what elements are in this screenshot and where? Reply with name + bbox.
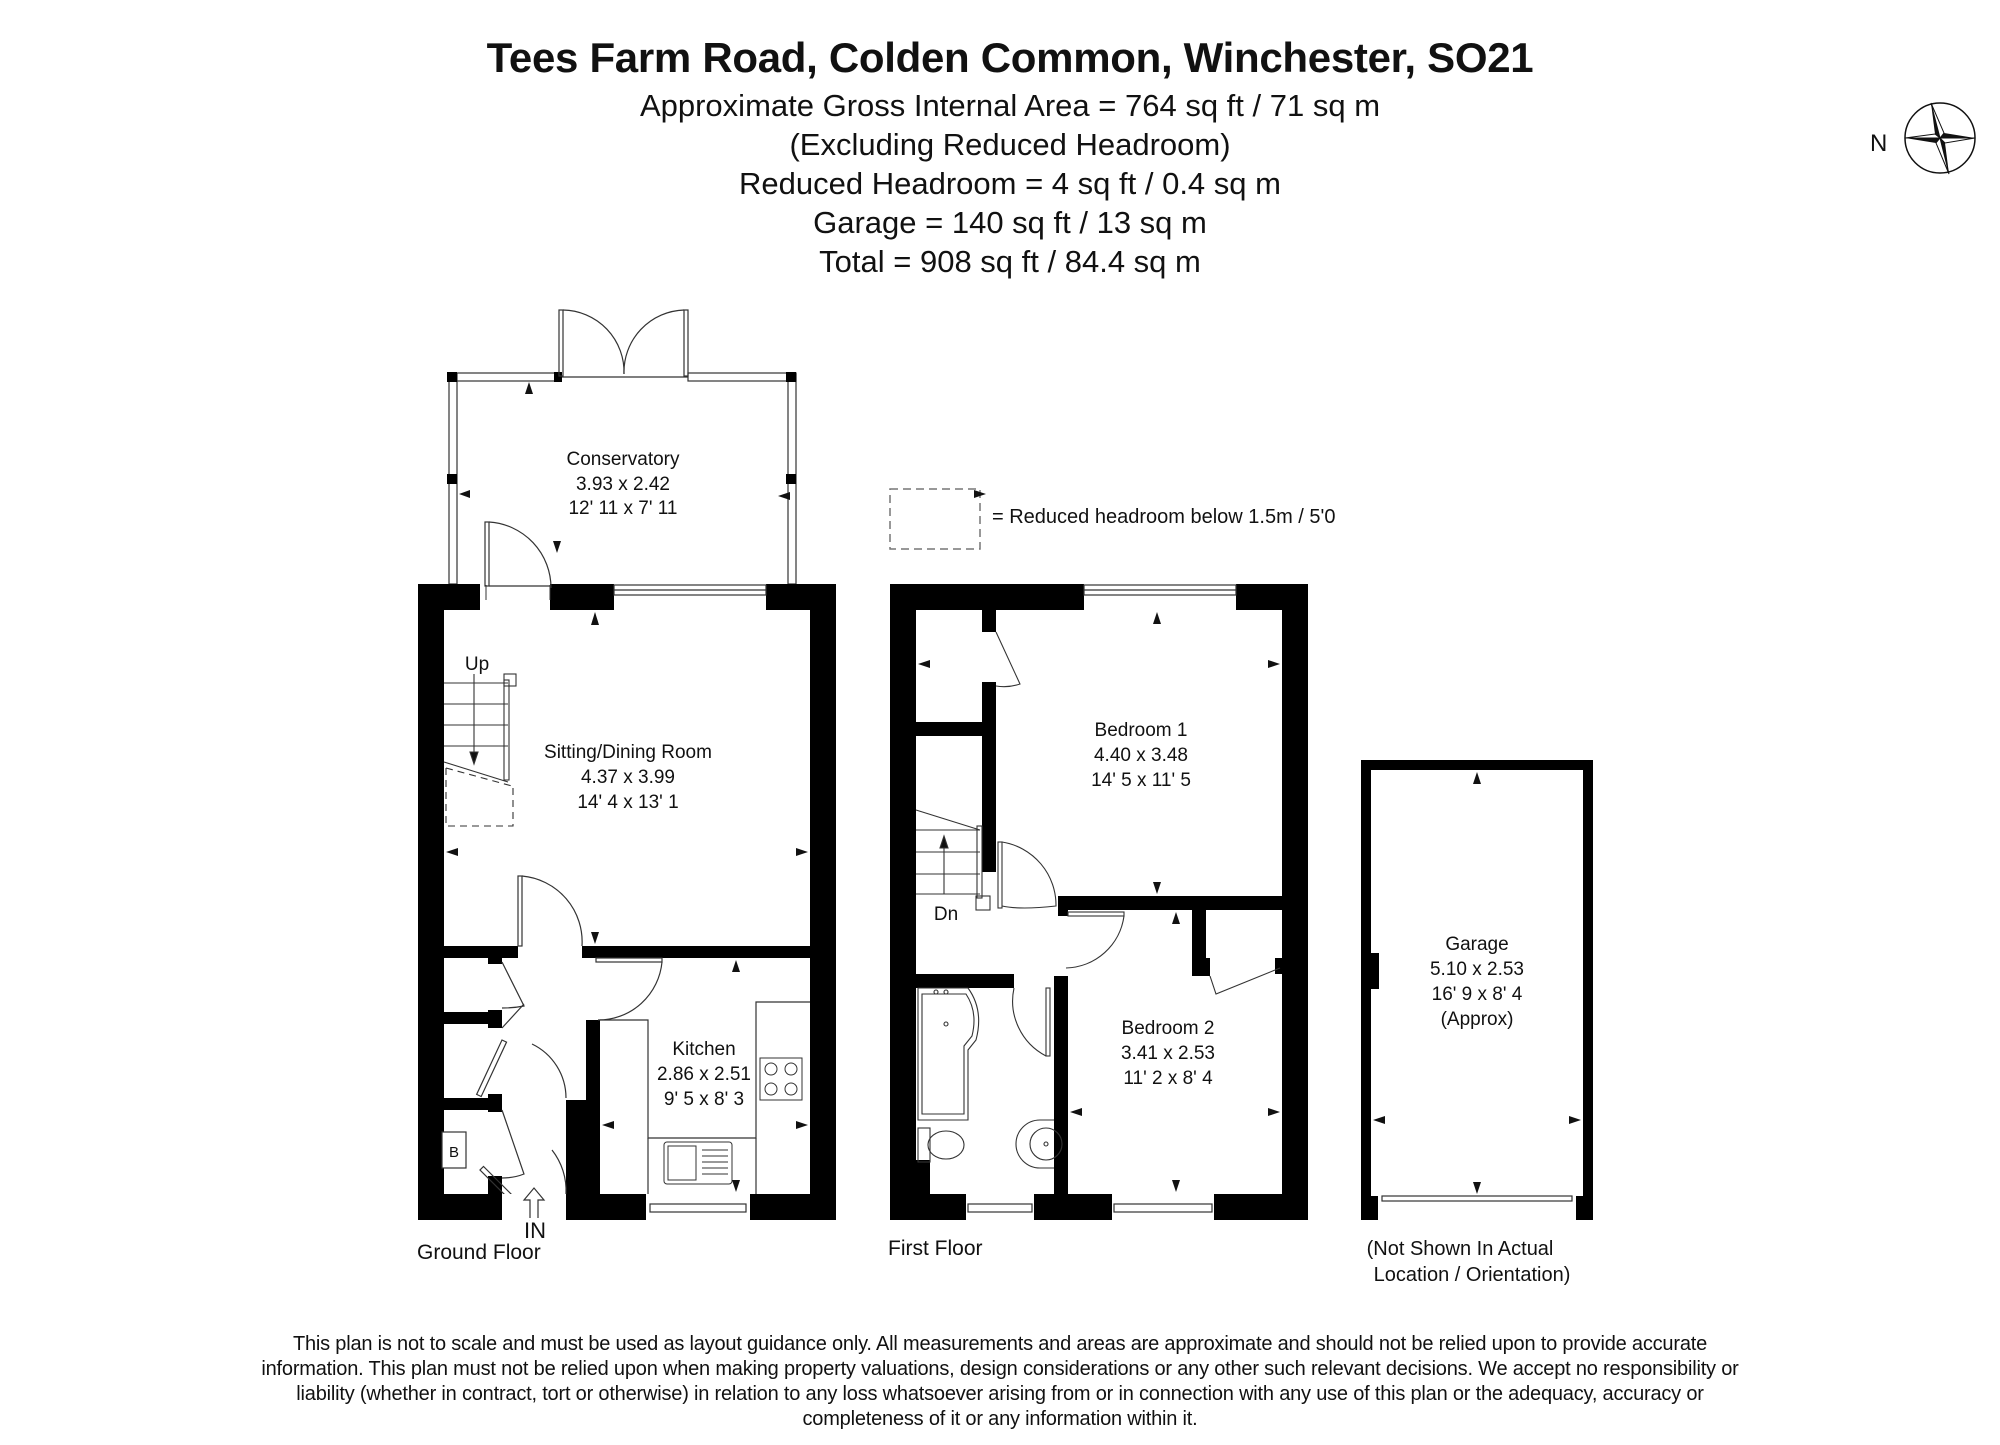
- bedroom-1-metric: 4.40 x 3.48: [1094, 745, 1188, 766]
- conservatory-french-doors: [558, 309, 689, 377]
- kitchen-door: [595, 957, 663, 1021]
- conservatory-door: [484, 521, 552, 589]
- conservatory-imperial: 12' 11 x 7' 11: [568, 498, 677, 519]
- bedroom-2-name: Bedroom 2: [1122, 1018, 1215, 1039]
- sitting-room-metric: 4.37 x 3.99: [581, 767, 675, 788]
- stairs-down: [915, 809, 991, 911]
- reduced-headroom-area: Reduced Headroom = 4 sq ft / 0.4 sq m: [739, 166, 1281, 201]
- hob-icon: [759, 1057, 803, 1101]
- garage-approx-note: (Approx): [1441, 1009, 1514, 1030]
- entrance-label: IN: [524, 1218, 546, 1243]
- excluding-reduced-headroom-note: (Excluding Reduced Headroom): [789, 127, 1231, 162]
- compass: N: [1870, 98, 1980, 178]
- garage-name: Garage: [1445, 934, 1508, 955]
- garage-plan: Garage 5.10 x 2.53 16' 9 x 8' 4 (Approx)…: [1361, 760, 1593, 1286]
- bedroom-2-imperial: 11' 2 x 8' 4: [1123, 1068, 1213, 1089]
- garage-metric: 5.10 x 2.53: [1430, 959, 1524, 980]
- property-address-title: Tees Farm Road, Colden Common, Wincheste…: [486, 34, 1534, 81]
- kitchen-window: [649, 1203, 747, 1213]
- disclaimer-text: This plan is not to scale and must be us…: [261, 1333, 1739, 1430]
- conservatory-name: Conservatory: [567, 449, 680, 470]
- garage-area: Garage = 140 sq ft / 13 sq m: [813, 205, 1207, 240]
- stairs-up: [443, 673, 517, 827]
- entrance-arrow-icon: [522, 1187, 546, 1218]
- bedroom-2-window: [1113, 1203, 1213, 1213]
- boiler-icon: [441, 1131, 467, 1169]
- reduced-headroom-legend-swatch: [889, 488, 981, 550]
- kitchen-worktops: [600, 1001, 810, 1194]
- garage-caption-line1: (Not Shown In Actual: [1367, 1238, 1554, 1260]
- conservatory-metric: 3.93 x 2.42: [576, 474, 670, 495]
- washbasin-icon: [1015, 1119, 1063, 1169]
- sink-icon: [663, 1141, 733, 1185]
- bedroom-2-door: [1065, 911, 1125, 969]
- sitting-room-name: Sitting/Dining Room: [544, 742, 712, 763]
- ground-floor-plan: B: [418, 309, 836, 1243]
- first-floor-plan: Dn Bedroom 1 4.40 x 3.48 14' 5 x 11' 5 B…: [890, 490, 1308, 1220]
- bathroom-door: [1012, 987, 1051, 1057]
- gross-internal-area: Approximate Gross Internal Area = 764 sq…: [639, 88, 1381, 123]
- sitting-room-door: [517, 875, 583, 947]
- bathroom-window: [967, 1203, 1033, 1213]
- stairs-down-label: Dn: [934, 904, 958, 925]
- garage-imperial: 16' 9 x 8' 4: [1432, 984, 1523, 1005]
- kitchen-imperial: 9' 5 x 8' 3: [664, 1089, 744, 1110]
- stairs-up-label: Up: [465, 654, 489, 675]
- sitting-room-window: [613, 584, 767, 596]
- toilet-icon: [917, 1127, 965, 1163]
- garage-caption-line2: Location / Orientation): [1374, 1264, 1571, 1286]
- kitchen-name: Kitchen: [672, 1039, 735, 1060]
- bedroom-1-name: Bedroom 1: [1095, 720, 1188, 741]
- sitting-room-imperial: 14' 4 x 13' 1: [577, 792, 678, 813]
- total-area: Total = 908 sq ft / 84.4 sq m: [819, 244, 1201, 279]
- bedroom-1-imperial: 14' 5 x 11' 5: [1091, 770, 1191, 791]
- north-label: N: [1870, 130, 1888, 157]
- wardrobe-door: [995, 631, 1021, 688]
- compass-rose-icon: [1904, 102, 1976, 175]
- bedroom-1-door: [997, 841, 1057, 909]
- kitchen-metric: 2.86 x 2.51: [657, 1064, 751, 1085]
- first-floor-label: First Floor: [888, 1237, 983, 1260]
- plan-header: Tees Farm Road, Colden Common, Wincheste…: [0, 30, 2000, 281]
- bath-icon: [917, 987, 980, 1121]
- bedroom-2-wardrobe-door: [1209, 967, 1281, 995]
- garage-door: [1381, 1195, 1573, 1202]
- cupboard-doors: [475, 961, 567, 1179]
- bedroom-1-window: [1083, 584, 1237, 596]
- ground-floor-label: Ground Floor: [417, 1241, 541, 1264]
- bedroom-2-metric: 3.41 x 2.53: [1121, 1043, 1215, 1064]
- boiler-label: B: [449, 1144, 459, 1161]
- reduced-headroom-legend-text: = Reduced headroom below 1.5m / 5'0: [992, 506, 1336, 528]
